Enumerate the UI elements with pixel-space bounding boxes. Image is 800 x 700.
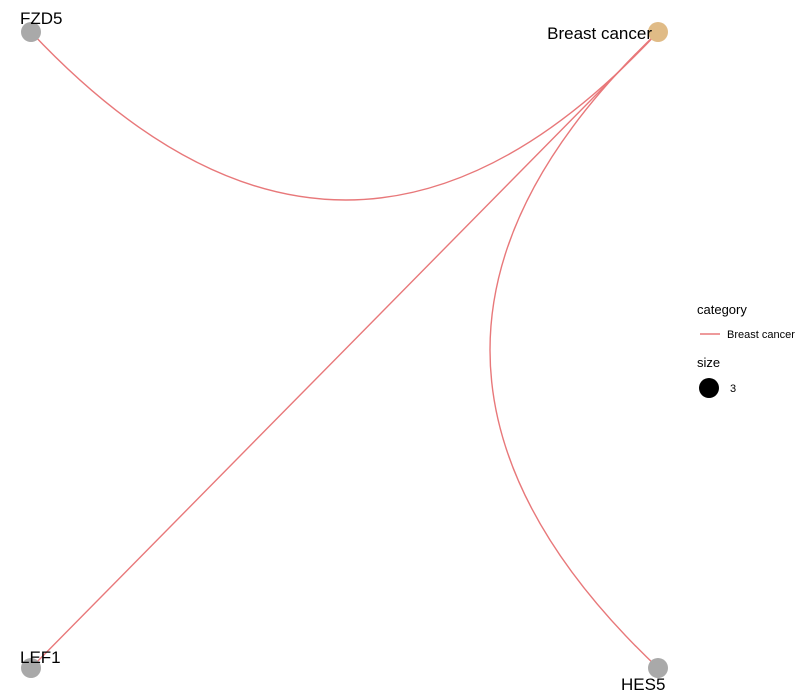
- node-label-fzd5: FZD5: [20, 9, 63, 28]
- nodes-layer: [21, 22, 668, 678]
- node-label-hes5: HES5: [621, 675, 665, 694]
- legend-category-label: Breast cancer: [727, 329, 795, 341]
- legend-size-label: 3: [730, 383, 736, 395]
- legend-size-dot: [699, 378, 719, 398]
- node-hes5: [648, 658, 668, 678]
- node-fzd5: [21, 22, 41, 42]
- edge-breast-cancer-fzd5: [30, 31, 659, 201]
- node-lef1: [21, 658, 41, 678]
- legend: category Breast cancer size 3: [697, 302, 795, 398]
- node-breast-cancer: [648, 22, 668, 42]
- edges-layer: [30, 31, 659, 669]
- node-label-breast-cancer: Breast cancer: [547, 24, 652, 43]
- edge-breast-cancer-lef1: [30, 31, 659, 669]
- edge-breast-cancer-hes5: [489, 31, 659, 669]
- node-label-lef1: LEF1: [20, 648, 61, 667]
- legend-size-title: size: [697, 355, 720, 370]
- legend-category-title: category: [697, 302, 747, 317]
